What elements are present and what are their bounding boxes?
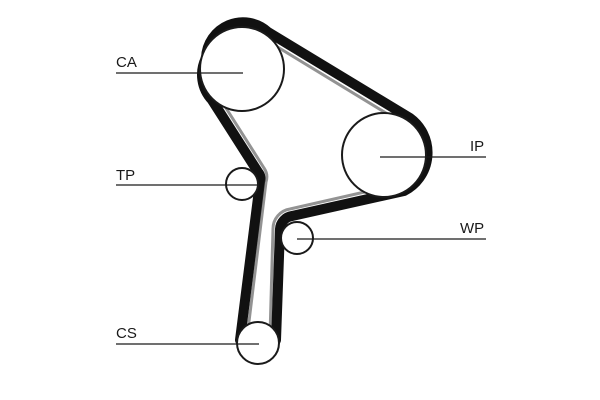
camshaft-pulley — [199, 26, 285, 112]
water-pump-pulley — [280, 221, 314, 255]
ca-label: CA — [116, 54, 137, 71]
cs-label: CS — [116, 325, 137, 342]
injection-pump-pulley — [341, 112, 427, 198]
tp-label: TP — [116, 167, 135, 184]
tensioner-pulley — [225, 167, 259, 201]
wp-label: WP — [460, 220, 484, 237]
belt-outer-edge — [197, 17, 433, 358]
ip-label: IP — [470, 138, 484, 155]
crankshaft-pulley — [236, 321, 280, 365]
